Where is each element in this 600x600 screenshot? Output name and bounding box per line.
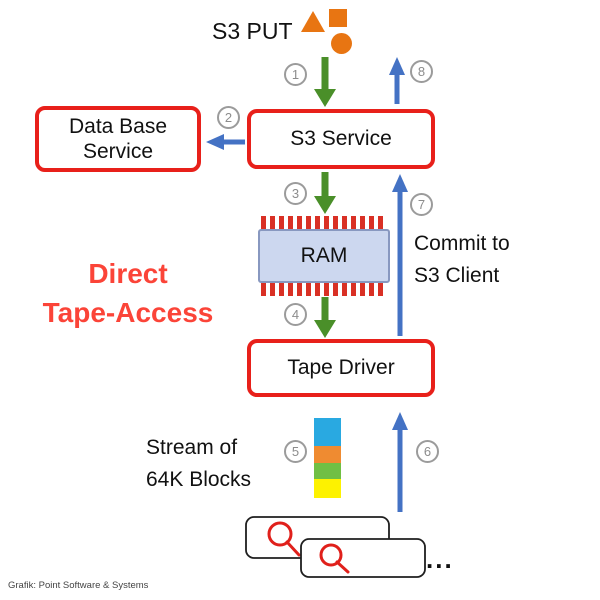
- credit-text: Grafik: Point Software & Systems: [8, 580, 149, 591]
- stream-label: Stream of 64K Blocks: [146, 432, 251, 495]
- more-tapes-ellipsis: ...: [426, 544, 454, 574]
- ram-label: RAM: [300, 244, 348, 267]
- step-badge-5: 5: [284, 440, 307, 463]
- arrow-head: [314, 89, 336, 107]
- block-green: [314, 463, 341, 479]
- diagram-title-line2: Tape-Access: [42, 297, 214, 329]
- arrow-step1-down: [314, 57, 336, 107]
- step-badge-7: 7: [410, 193, 433, 216]
- arrow-head: [389, 57, 405, 75]
- block-stack: [314, 418, 341, 498]
- tape-cartridge-1: [245, 516, 390, 559]
- stream-label-line2: 64K Blocks: [146, 467, 252, 491]
- database-service-label-line2: Service: [82, 140, 154, 163]
- arrow-step2-left: [206, 134, 245, 150]
- arrow-head: [392, 174, 408, 192]
- ram-chip: RAM: [258, 216, 390, 296]
- step-badge-8: 8: [410, 60, 433, 83]
- s3-put-label: S3 PUT: [212, 18, 293, 44]
- arrow-head: [314, 320, 336, 338]
- arrow-step8-up: [389, 57, 405, 104]
- step-badge-4: 4: [284, 303, 307, 326]
- arrow-step3-down: [314, 172, 336, 214]
- commit-label: Commit to S3 Client: [414, 228, 510, 291]
- tape-leader: [335, 560, 350, 574]
- object-circle-icon: [331, 33, 352, 54]
- ram-pins-bottom: [261, 283, 387, 296]
- tape-body: [245, 516, 390, 559]
- tape-driver-label: Tape Driver: [287, 356, 395, 380]
- step-badge-6: 6: [416, 440, 439, 463]
- arrow-step6-up: [392, 412, 408, 512]
- object-triangle-icon: [301, 11, 325, 32]
- block-blue: [314, 418, 341, 446]
- commit-label-line2: S3 Client: [414, 263, 500, 287]
- arrow-head: [314, 196, 336, 214]
- arrow-head: [206, 134, 224, 150]
- database-service-label-line1: Data Base: [68, 114, 168, 138]
- arrow-step7-up: [392, 174, 408, 336]
- s3-service-label: S3 Service: [290, 127, 392, 151]
- block-orange: [314, 446, 341, 463]
- tape-reel-icon: [267, 521, 293, 547]
- database-service-box: Data Base Service: [35, 106, 201, 172]
- tape-driver-box: Tape Driver: [247, 339, 435, 397]
- tape-cartridge-2: [300, 538, 426, 578]
- object-square-icon: [329, 9, 347, 27]
- diagram-title: Direct Tape-Access: [12, 254, 244, 332]
- stream-label-line1: Stream of: [146, 436, 238, 459]
- step-badge-2: 2: [217, 106, 240, 129]
- tape-body: [300, 538, 426, 578]
- arrow-step4-down: [314, 297, 336, 338]
- ram-pins-top: [261, 216, 387, 229]
- s3-service-box: S3 Service: [247, 109, 435, 169]
- block-yellow: [314, 479, 341, 498]
- commit-label-line1: Commit to: [414, 232, 510, 255]
- tape-reel-icon: [319, 543, 343, 567]
- diagram-title-line1: Direct: [88, 258, 168, 289]
- tape-leader: [285, 540, 301, 557]
- step-badge-1: 1: [284, 63, 307, 86]
- ram-body: RAM: [258, 229, 390, 283]
- arrow-head: [392, 412, 408, 430]
- step-badge-3: 3: [284, 182, 307, 205]
